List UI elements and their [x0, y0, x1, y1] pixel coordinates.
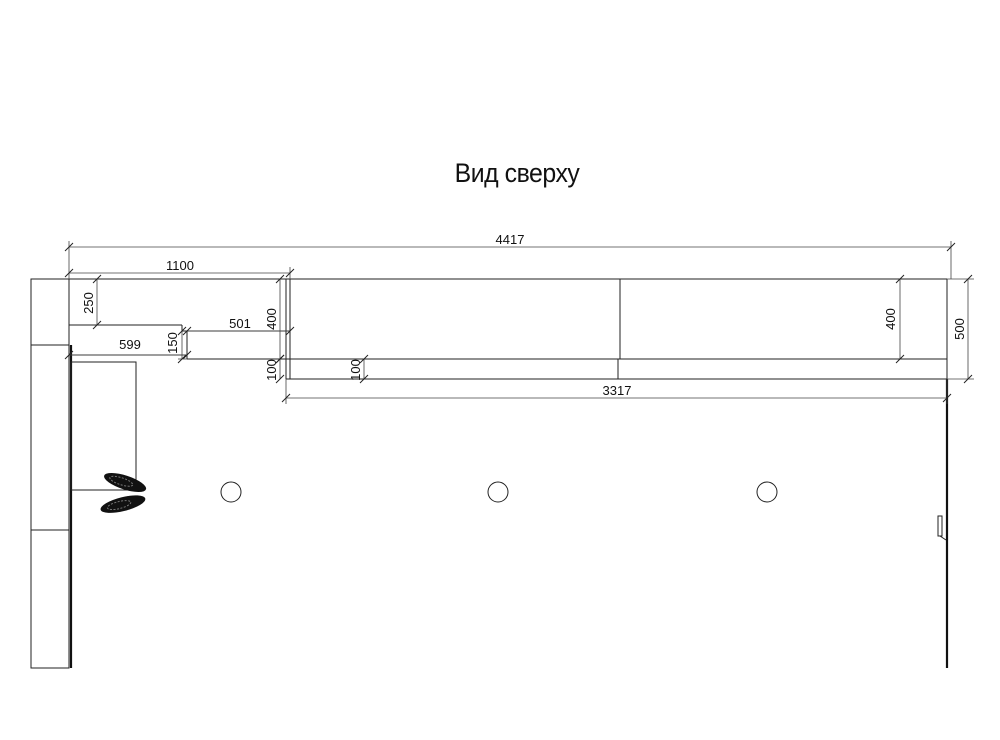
wardrobe-outline — [31, 278, 948, 491]
door-handle-icon — [937, 515, 947, 541]
dimension-1100: 1100 — [64, 258, 295, 279]
dim-label-shelf-width: 501 — [229, 316, 251, 331]
dimension-100-left: 100 — [264, 354, 285, 384]
dim-label-left-top-depth: 250 — [81, 292, 96, 314]
ceiling-light-icon — [220, 481, 242, 503]
dim-label-left-shelf-depth: 150 — [165, 332, 180, 354]
left-wall — [30, 278, 70, 669]
dim-label-left-shelf-width: 599 — [119, 337, 141, 352]
dimension-3317: 3317 — [281, 379, 952, 404]
dim-label-right-depth-400: 400 — [883, 308, 898, 330]
dimension-500: 500 — [947, 274, 974, 384]
shoe-cabinet — [70, 361, 137, 491]
dimension-400-left: 400 — [264, 274, 285, 364]
dim-label-total-width: 4417 — [496, 232, 525, 247]
dim-label-step-b: 100 — [348, 359, 363, 381]
dimension-150: 150 — [165, 326, 187, 364]
dimension-599: 599 — [64, 337, 192, 360]
dimension-250: 250 — [81, 274, 102, 330]
dim-label-left-width: 1100 — [166, 258, 194, 273]
dim-label-shelf-depth: 400 — [264, 308, 279, 330]
dim-label-step-a: 100 — [264, 359, 279, 381]
dim-label-right-depth-500: 500 — [952, 318, 967, 340]
ceiling-light-icon — [756, 481, 778, 503]
dimension-100-middle: 100 — [348, 354, 369, 384]
ceiling-light-icon — [487, 481, 509, 503]
dimension-501: 501 — [182, 316, 295, 336]
dimension-400-right: 400 — [883, 274, 905, 364]
dimension-4417: 4417 — [64, 232, 956, 279]
shoes-icon — [100, 472, 147, 513]
page-title: Вид сверху — [454, 158, 580, 188]
dim-label-main-width: 3317 — [603, 383, 632, 398]
